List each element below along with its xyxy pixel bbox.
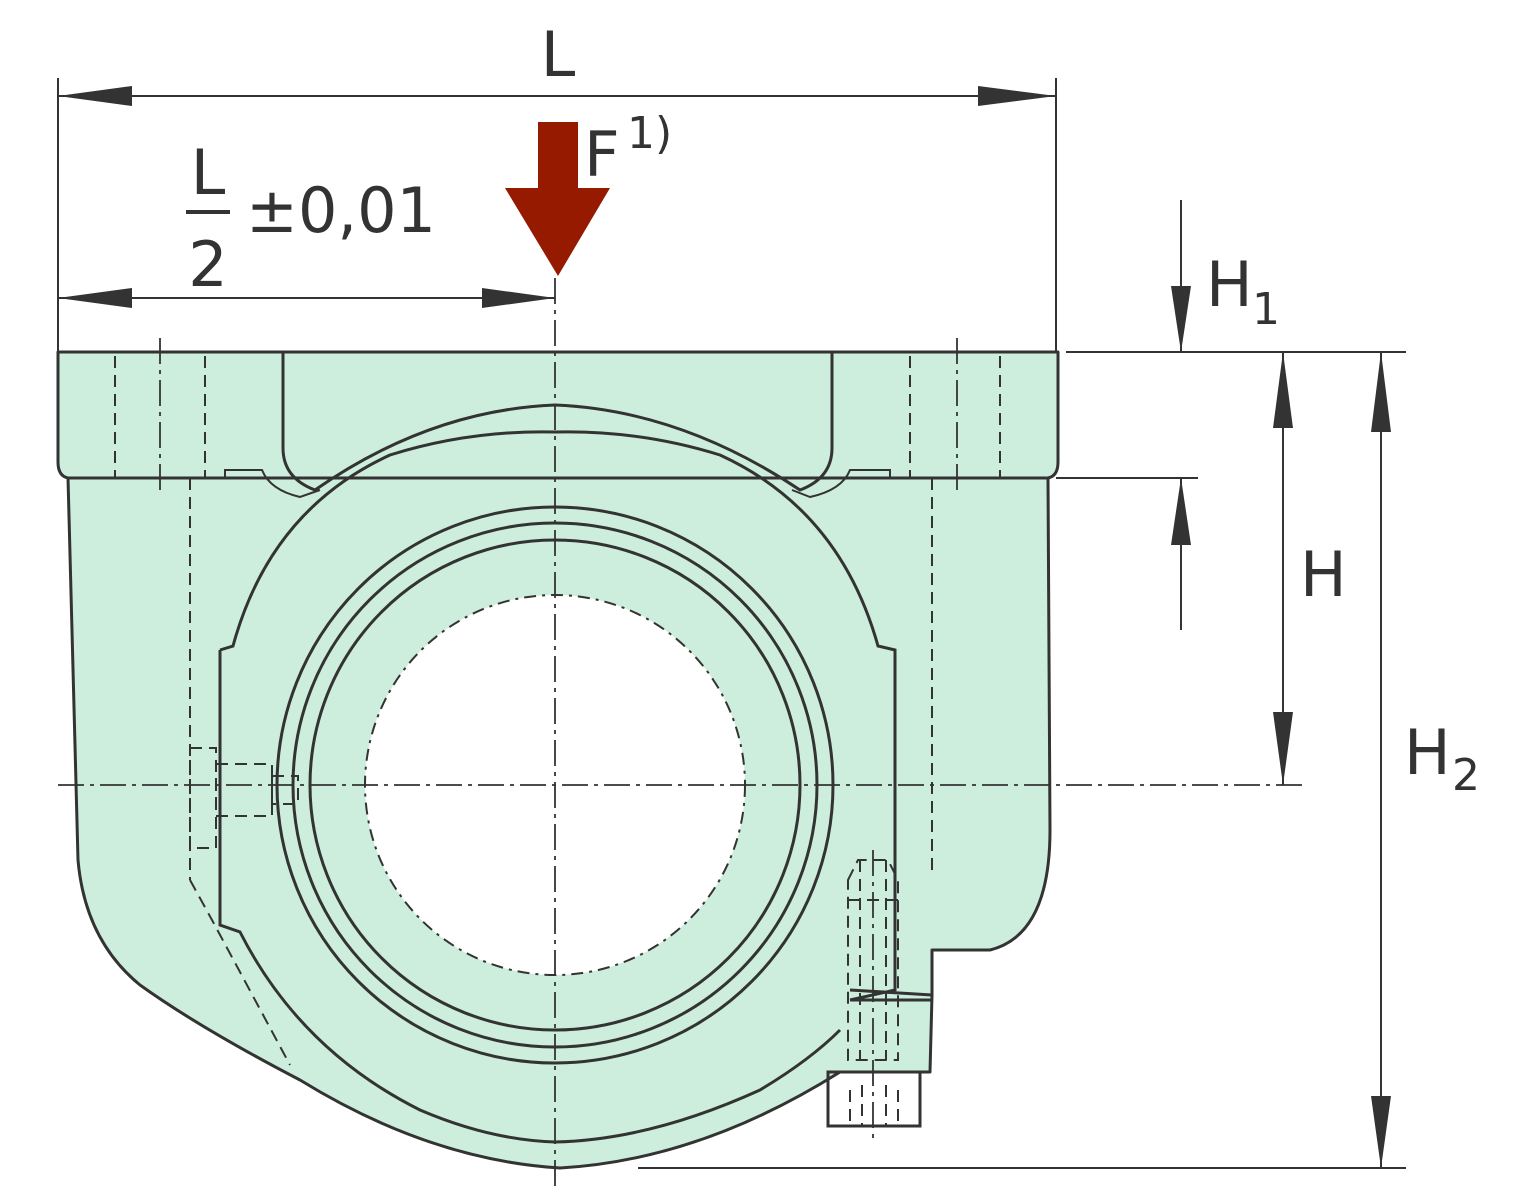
- label-H: H: [1300, 538, 1347, 611]
- hidden-lines: [114, 356, 1001, 1128]
- dimension-L: L: [57, 18, 1057, 352]
- center-lines: [58, 278, 1302, 1190]
- force-arrow-icon: [505, 122, 610, 276]
- label-F: F: [584, 118, 620, 191]
- dimension-H: H: [1273, 352, 1347, 785]
- clamp-tab-left: [224, 469, 321, 499]
- label-H1-subscript: 1: [1252, 284, 1280, 335]
- dimension-half-L: L 2 ±0,01: [58, 136, 555, 308]
- label-F-note: 1): [627, 108, 672, 159]
- label-L: L: [541, 18, 576, 91]
- force-arrow: F 1): [505, 108, 672, 276]
- dimension-H1: H 1: [1056, 200, 1406, 630]
- insert-outline: [219, 430, 897, 1002]
- clamp-tab-right: [791, 469, 891, 499]
- label-H2-subscript: 2: [1452, 750, 1480, 801]
- dimension-H2: H 2: [638, 352, 1480, 1169]
- label-H2: H: [1404, 716, 1451, 789]
- label-H1: H: [1206, 248, 1253, 321]
- insert-left-side: [218, 650, 842, 1144]
- fixing-screw-right: [847, 859, 899, 1061]
- label-half-L-numerator: L: [191, 136, 226, 209]
- label-half-L-denominator: 2: [188, 228, 227, 301]
- screw-head-bottom: [826, 1070, 922, 1128]
- label-tolerance: ±0,01: [246, 174, 436, 247]
